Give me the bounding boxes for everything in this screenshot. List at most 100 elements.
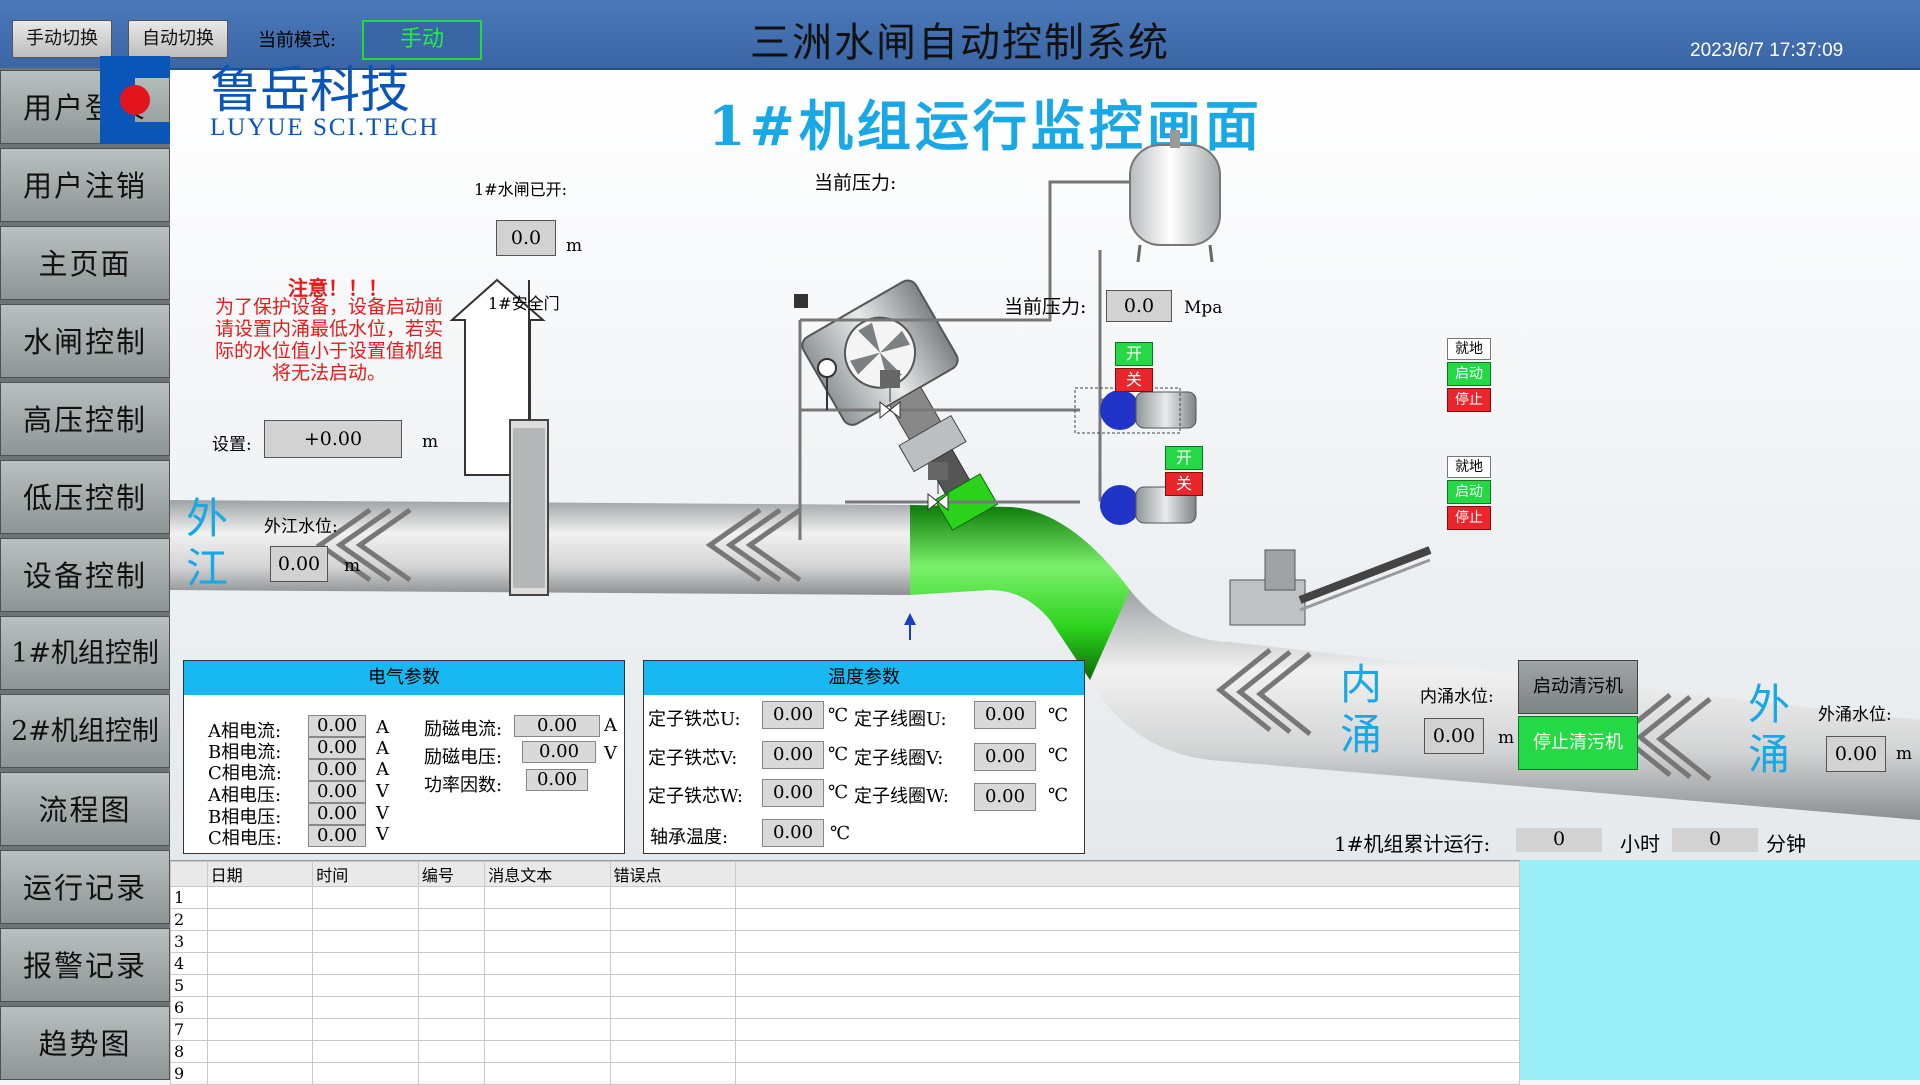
row-number: 1 bbox=[170, 886, 208, 909]
bearing-temp-value: 0.00 bbox=[762, 819, 824, 847]
outer-river-level-value: 0.00 bbox=[270, 546, 328, 582]
sidebar-item-trend[interactable]: 趋势图 bbox=[0, 1006, 170, 1080]
temperature-params-title: 温度参数 bbox=[644, 661, 1084, 695]
table-row[interactable]: 5 bbox=[170, 974, 1521, 997]
pump2-start-button[interactable]: 启动 bbox=[1447, 480, 1491, 504]
grid-header-time[interactable]: 时间 bbox=[312, 861, 419, 887]
valve2-close-button[interactable]: 关 bbox=[1165, 472, 1203, 496]
table-row[interactable]: 7 bbox=[170, 1018, 1521, 1041]
power-factor-value: 0.00 bbox=[526, 769, 588, 791]
outer-river-label: 外江 bbox=[186, 494, 229, 593]
stator-core-w-label: 定子铁芯W: bbox=[648, 786, 744, 807]
electrical-params-panel: 电气参数 A相电流: 0.00 A B相电流: 0.00 A C相电流: 0.0… bbox=[183, 660, 625, 854]
outer-river2-label: 外涌 bbox=[1748, 680, 1791, 779]
stator-core-u-unit: ℃ bbox=[828, 705, 849, 726]
pressure-label: 当前压力: bbox=[1004, 296, 1087, 318]
outer-river-level-label: 外江水位: bbox=[264, 517, 338, 537]
stator-coil-w-value: 0.00 bbox=[974, 783, 1036, 811]
stator-coil-v-value: 0.00 bbox=[974, 743, 1036, 771]
bearing-temp-unit: ℃ bbox=[830, 823, 851, 844]
row-number: 5 bbox=[170, 974, 208, 997]
pressure-unit: Mpa bbox=[1184, 298, 1223, 318]
phase-b-current-unit: A bbox=[376, 738, 389, 759]
sidebar: 用户登录 用户注销 主页面 水闸控制 高压控制 低压控制 设备控制 1#机组控制… bbox=[0, 68, 170, 1080]
sidebar-item-unit2[interactable]: 2#机组控制 bbox=[0, 694, 170, 768]
runtime-minutes-unit: 分钟 bbox=[1766, 832, 1806, 856]
row-number: 7 bbox=[170, 1018, 208, 1041]
stator-core-w-unit: ℃ bbox=[828, 782, 849, 803]
stator-coil-v-label: 定子线圈V: bbox=[854, 748, 944, 769]
sidebar-item-home[interactable]: 主页面 bbox=[0, 226, 170, 300]
bearing-temp-label: 轴承温度: bbox=[650, 827, 729, 848]
stop-cleaner-button[interactable]: 停止清污机 bbox=[1518, 716, 1638, 770]
sidebar-item-gate-control[interactable]: 水闸控制 bbox=[0, 304, 170, 378]
sidebar-item-alarm-log[interactable]: 报警记录 bbox=[0, 928, 170, 1002]
row-number: 4 bbox=[170, 952, 208, 975]
pump1-stop-button[interactable]: 停止 bbox=[1447, 388, 1491, 412]
runtime-minutes-value: 0 bbox=[1672, 828, 1758, 852]
mode-label: 当前模式: bbox=[258, 30, 337, 51]
grid-header-id[interactable]: 编号 bbox=[417, 861, 486, 887]
runtime-hours-unit: 小时 bbox=[1620, 832, 1660, 856]
pressure-value: 0.0 bbox=[1106, 290, 1172, 322]
sidebar-item-user-logout[interactable]: 用户注销 bbox=[0, 148, 170, 222]
phase-a-current-unit: A bbox=[376, 717, 389, 738]
sidebar-item-low-voltage[interactable]: 低压控制 bbox=[0, 460, 170, 534]
pump2-stop-button[interactable]: 停止 bbox=[1447, 506, 1491, 530]
phase-a-current-value: 0.00 bbox=[308, 715, 366, 737]
phase-c-current-unit: A bbox=[376, 759, 389, 780]
excitation-current-unit: A bbox=[604, 715, 617, 736]
message-grid[interactable]: 日期 时间 编号 消息文本 错误点 1 2 3 4 5 6 7 8 9 bbox=[170, 860, 1521, 1085]
mode-indicator: 手动 bbox=[362, 20, 482, 60]
stator-core-u-label: 定子铁芯U: bbox=[648, 709, 741, 730]
manual-switch-button[interactable]: 手动切换 bbox=[12, 20, 112, 58]
top-bar: 手动切换 自动切换 当前模式: 手动 三洲水闸自动控制系统 2023/6/7 1… bbox=[0, 0, 1920, 70]
gate-open-unit: m bbox=[566, 236, 583, 256]
phase-b-voltage-unit: V bbox=[376, 803, 389, 824]
company-logo-icon bbox=[90, 56, 180, 144]
sidebar-item-high-voltage[interactable]: 高压控制 bbox=[0, 382, 170, 456]
pump2-local-indicator: 就地 bbox=[1447, 456, 1491, 478]
setpoint-input[interactable]: +0.00 bbox=[264, 420, 402, 458]
start-cleaner-button[interactable]: 启动清污机 bbox=[1518, 660, 1638, 714]
stator-core-v-value: 0.00 bbox=[762, 741, 824, 769]
phase-a-voltage-unit: V bbox=[376, 781, 389, 802]
stator-coil-u-unit: ℃ bbox=[1048, 705, 1069, 726]
table-row[interactable]: 8 bbox=[170, 1040, 1521, 1063]
valve2-open-button[interactable]: 开 bbox=[1165, 446, 1203, 470]
grid-header-message[interactable]: 消息文本 bbox=[484, 861, 611, 887]
grid-header-error-point[interactable]: 错误点 bbox=[609, 861, 736, 887]
sidebar-item-device-control[interactable]: 设备控制 bbox=[0, 538, 170, 612]
row-number: 8 bbox=[170, 1040, 208, 1063]
setpoint-unit: m bbox=[422, 432, 439, 452]
row-number: 6 bbox=[170, 996, 208, 1019]
valve1-open-button[interactable]: 开 bbox=[1115, 342, 1153, 366]
table-row[interactable]: 9 bbox=[170, 1062, 1521, 1085]
table-row[interactable]: 2 bbox=[170, 908, 1521, 931]
gate-open-value: 0.0 bbox=[496, 220, 556, 256]
system-title: 三洲水闸自动控制系统 bbox=[750, 20, 1170, 66]
phase-b-voltage-label: B相电压: bbox=[208, 807, 282, 828]
outer-river-level-unit: m bbox=[344, 556, 361, 576]
phase-a-voltage-value: 0.00 bbox=[308, 781, 366, 803]
power-factor-label: 功率因数: bbox=[424, 775, 503, 796]
pump1-start-button[interactable]: 启动 bbox=[1447, 362, 1491, 386]
auto-switch-button[interactable]: 自动切换 bbox=[128, 20, 228, 58]
sidebar-item-unit1[interactable]: 1#机组控制 bbox=[0, 616, 170, 690]
valve1-close-button[interactable]: 关 bbox=[1115, 368, 1153, 392]
table-row[interactable]: 6 bbox=[170, 996, 1521, 1019]
sidebar-item-run-log[interactable]: 运行记录 bbox=[0, 850, 170, 924]
logo-name-cn: 鲁岳科技 bbox=[210, 61, 410, 119]
runtime-hours-value: 0 bbox=[1516, 828, 1602, 852]
temperature-params-panel: 温度参数 定子铁芯U: 0.00 ℃ 定子线圈U: 0.00 ℃ 定子铁芯V: … bbox=[643, 660, 1085, 854]
table-row[interactable]: 4 bbox=[170, 952, 1521, 975]
pump1-local-indicator: 就地 bbox=[1447, 338, 1491, 360]
stator-coil-w-label: 定子线圈W: bbox=[854, 786, 950, 807]
sidebar-item-flowchart[interactable]: 流程图 bbox=[0, 772, 170, 846]
grid-header-date[interactable]: 日期 bbox=[206, 861, 314, 887]
table-row[interactable]: 3 bbox=[170, 930, 1521, 953]
datetime: 2023/6/7 17:37:09 bbox=[1690, 40, 1844, 61]
table-row[interactable]: 1 bbox=[170, 886, 1521, 909]
process-diagram bbox=[170, 130, 1920, 820]
excitation-current-label: 励磁电流: bbox=[424, 719, 503, 740]
